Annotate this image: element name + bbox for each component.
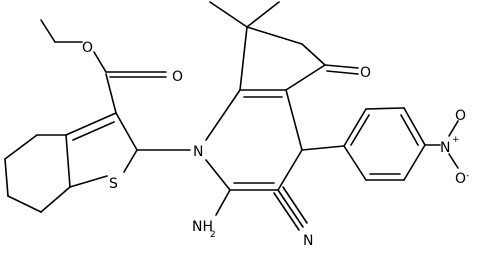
nitro-nitrogen-label: N [440,140,450,156]
bond-ar-3 [403,107,426,146]
bond-c8-c7 [239,26,248,91]
bond-ar-1-inner [350,114,370,146]
bond-ar-6 [343,145,367,181]
bond-n-o-bottom [448,153,459,169]
bond-ar-1 [343,108,367,147]
nitrile-nitrogen-label: N [303,233,313,249]
quinoline-core [205,1,359,231]
ester-carbonyl-oxygen-label: O [172,69,183,85]
nitro-n-charge-label: + [452,135,460,145]
bond-cn-triple-c [273,192,300,231]
bond-carbonyl-c-ring [105,73,117,114]
atom-labels: O O S N O NH 2 N N + O O - [82,40,469,249]
ethyl-ester-group [40,19,167,114]
bond-c5-c4a [285,64,326,91]
ring-nitrogen-label: N [193,144,203,160]
amino-h-count-label: 2 [210,230,216,240]
bond-c3a-c3-double-a [65,112,117,136]
nitrophenyl-ring [301,107,459,181]
bond-o-carbonyl-c [93,51,107,73]
bond-ethyl-ch3 [40,19,56,43]
bond-n-c2 [205,159,231,191]
bond-cyclohex-2 [4,134,38,160]
bond-ar-2 [365,107,405,110]
bond-c8-n [205,89,241,141]
bond-cyclohex-3 [4,158,9,197]
bond-c4-c4a [285,89,303,151]
nitro-o-charge-label: - [466,171,469,181]
bond-c2-nh2 [215,189,231,216]
thiophene-sulfur-label: S [109,176,118,192]
bond-cyclohex-4 [7,195,42,213]
bond-c5-o-double-b [326,70,359,75]
bond-cn-triple-a [277,189,304,228]
bond-c3-c2 [115,112,138,151]
bond-c2-s [123,149,138,173]
ester-ether-oxygen-label: O [82,40,93,56]
bond-c6-c5 [301,43,326,66]
bond-n-o-top [448,120,459,137]
bond-c7-c6 [246,26,303,45]
bond-c3-c4 [277,149,303,191]
benzothiophene-ring [4,112,138,213]
bond-cyclohex-5 [40,186,71,213]
bond-s-c7a [69,175,108,188]
ketone-oxygen-label: O [360,65,371,81]
bond-c7-me2 [246,1,280,28]
nitro-oxygen-top-label: O [455,108,466,124]
bond-cn-triple-b [282,186,308,224]
bond-fusion [65,134,71,188]
nitro-oxygen-bottom-label: O [455,171,466,187]
bond-c4-aryl [301,145,345,151]
bond-c7-me1 [209,1,248,28]
amino-label: NH [192,219,213,235]
bond-c5-o-double-a [324,64,359,69]
bond-ar-4 [403,144,426,181]
bond-ar-3-inner [400,114,419,146]
bond-c3a-c3-double-b [72,121,115,141]
